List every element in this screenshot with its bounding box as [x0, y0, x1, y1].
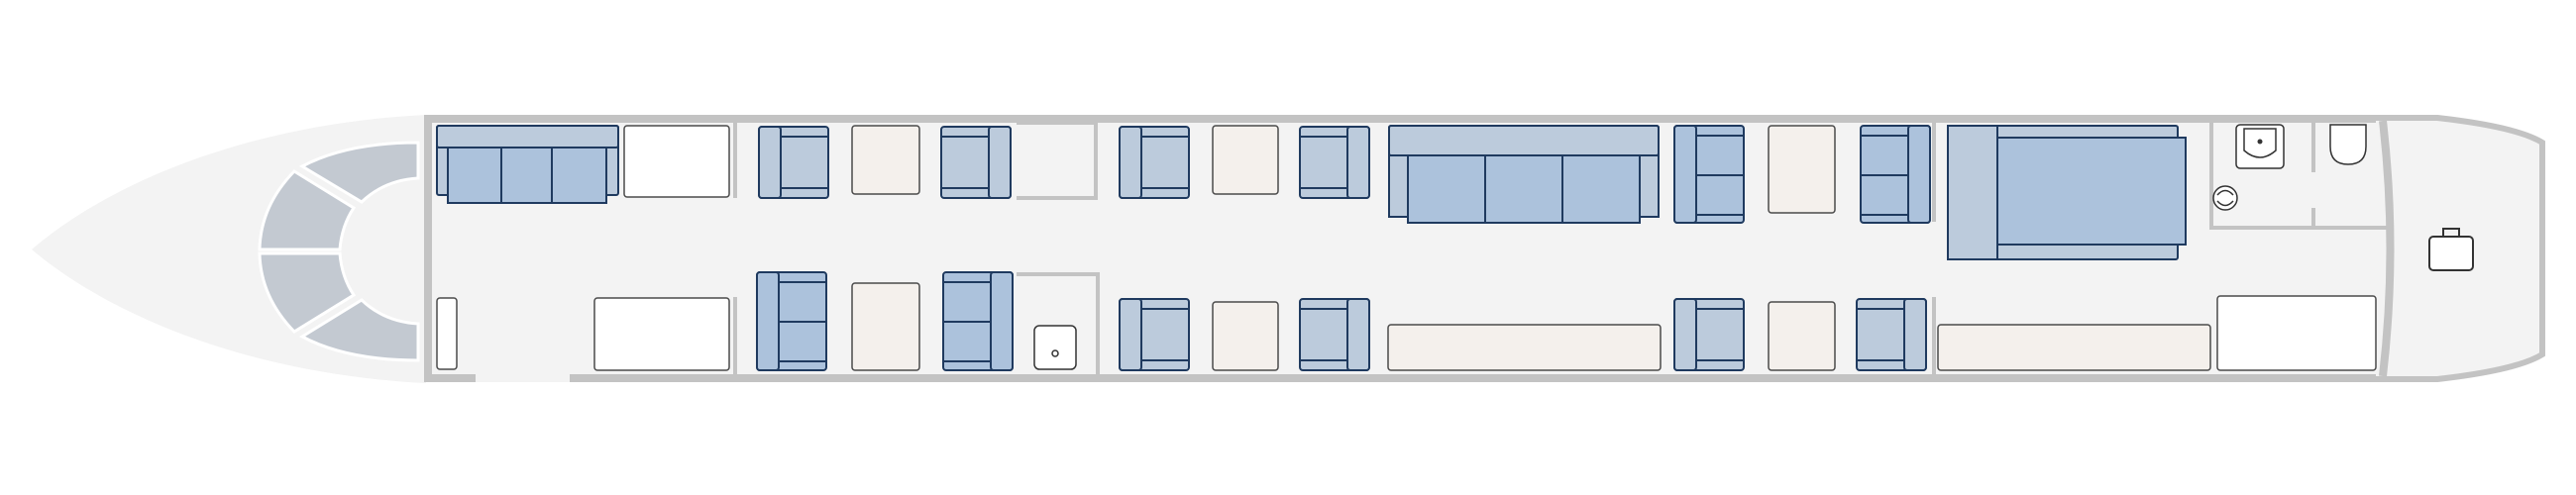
- club-seat: [1119, 298, 1190, 371]
- partition-2: [733, 297, 737, 374]
- toilet-icon: [2329, 124, 2367, 165]
- mid-divan: [1388, 125, 1660, 224]
- stateroom-bed: [1947, 125, 2187, 260]
- cockpit-seating-icon: [258, 141, 420, 362]
- side-table: [1212, 125, 1279, 195]
- club-seat: [942, 271, 1014, 371]
- club-seat: [1673, 298, 1745, 371]
- round-fixture-icon: [1033, 325, 1077, 370]
- club-seat: [1299, 298, 1370, 371]
- cabin-wall-bottom-fwd: [424, 374, 476, 382]
- aft-credenza: [1937, 324, 2211, 371]
- aft-lavatory-wall: [2209, 123, 2388, 230]
- dining-table: [851, 282, 920, 371]
- galley-cabinet: [623, 125, 730, 198]
- club-seat: [1673, 125, 1745, 224]
- dining-table: [1768, 125, 1836, 214]
- forward-storage-cabinet: [436, 297, 458, 370]
- forward-washroom-wall: [1017, 272, 1100, 374]
- club-seat: [1860, 125, 1931, 224]
- tail-cone-outline: [2376, 115, 2545, 382]
- cabin-wall-top: [424, 115, 2376, 123]
- aft-pressure-bulkhead: [2379, 120, 2395, 377]
- club-seat: [758, 126, 829, 199]
- cabin-wall-bottom: [570, 374, 2376, 382]
- club-seat: [756, 271, 827, 371]
- side-table: [1768, 301, 1836, 371]
- round-fixture-icon: [2212, 185, 2238, 211]
- cabin-wall-front: [424, 115, 432, 382]
- forward-closet-wall: [1017, 121, 1098, 200]
- aft-lavatory-divider: [2311, 123, 2315, 172]
- partition-3: [1932, 123, 1936, 222]
- club-seat: [1299, 126, 1370, 199]
- credenza-cabinet: [593, 297, 730, 371]
- side-table: [1212, 301, 1279, 371]
- club-seat: [940, 126, 1012, 199]
- partition-1: [733, 123, 737, 198]
- forward-divan: [436, 125, 619, 204]
- aft-lavatory-divider-lower: [2311, 208, 2315, 228]
- partition-4: [1932, 297, 1936, 374]
- club-seat: [1856, 298, 1927, 371]
- sink-icon: [2235, 124, 2285, 169]
- low-credenza: [1387, 324, 1662, 371]
- side-table: [851, 125, 920, 195]
- aft-baggage-cabinet: [2216, 295, 2377, 371]
- club-seat: [1119, 126, 1190, 199]
- luggage-icon: [2428, 228, 2474, 271]
